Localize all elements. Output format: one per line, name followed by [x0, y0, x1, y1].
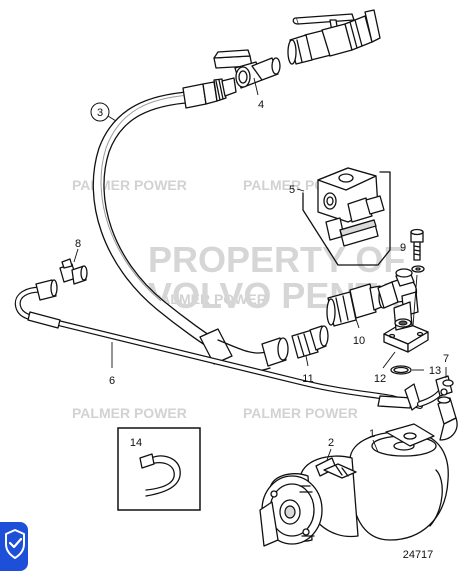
part-label-12: 12 — [374, 373, 386, 385]
part-5-valve-assembly — [302, 167, 391, 266]
part-1-pump — [259, 423, 449, 547]
part-label-3: 3 — [97, 107, 103, 119]
drawing-number: 24717 — [403, 549, 434, 561]
part-label-5: 5 — [289, 184, 295, 196]
part-12-flange — [383, 301, 429, 353]
ball-valve — [287, 9, 381, 65]
part-6-pipe — [14, 279, 447, 411]
part-label-4: 4 — [258, 99, 264, 111]
hose-assembly — [92, 77, 289, 372]
part-label-8: 8 — [75, 238, 81, 250]
part-2-bolt — [315, 448, 357, 479]
part-7-fitting — [435, 375, 454, 397]
part-label-9: 9 — [400, 242, 406, 254]
part-9-bolt — [410, 228, 425, 327]
part-label-1: 1 — [369, 428, 375, 440]
part-label-2: 2 — [328, 437, 334, 449]
callouts: 3 4 5 8 9 10 11 12 13 7 6 1 2 14 — [75, 77, 449, 561]
part-label-11: 11 — [302, 373, 313, 385]
hose-lower-fitting — [199, 328, 289, 372]
watermark-dealer: PALMER POWER — [72, 405, 187, 421]
part-14-inset — [117, 427, 201, 511]
watermark-property-line1: PROPERTY OF — [148, 239, 405, 280]
elbow-fitting — [377, 268, 419, 317]
watermark-dealer: PALMER POWER — [243, 405, 358, 421]
pump-outlet-elbow — [437, 396, 458, 441]
part-label-6: 6 — [109, 375, 115, 387]
shield-check-icon[interactable] — [0, 522, 30, 571]
part-8-valve — [59, 248, 88, 285]
hose-upper-fitting — [182, 77, 237, 109]
part-label-10: 10 — [353, 335, 365, 347]
part-11-nipple — [291, 325, 329, 359]
watermark-dealer: PALMER POWER — [152, 291, 267, 307]
watermark-dealer: PALMER POWER — [72, 177, 187, 193]
part-13-o-ring — [390, 365, 412, 375]
part-label-7: 7 — [443, 353, 449, 365]
part-label-13: 13 — [429, 365, 441, 377]
part-label-14: 14 — [130, 437, 142, 449]
